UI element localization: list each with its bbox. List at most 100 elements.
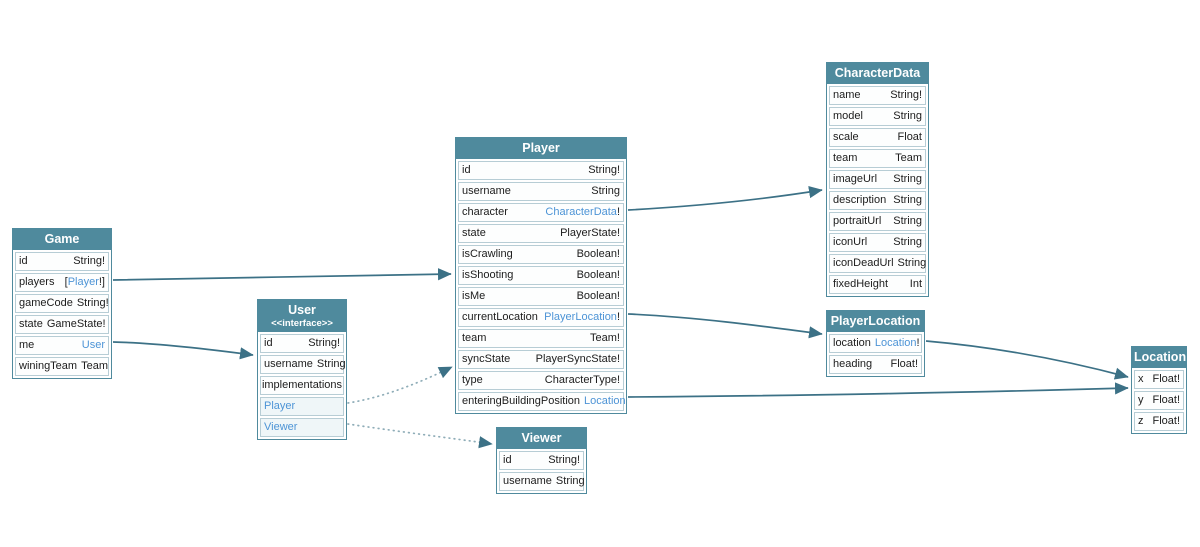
type-text: String	[893, 173, 922, 186]
implementation-row-Viewer[interactable]: Viewer	[260, 417, 344, 437]
type-node-header[interactable]: PlayerLocation	[827, 311, 924, 332]
field-type: [Player!]	[65, 276, 105, 288]
type-text: String	[893, 110, 922, 123]
type-link-Player[interactable]: Player	[264, 400, 296, 413]
field-type: Float!	[890, 358, 918, 370]
type-node-title: User	[288, 303, 316, 317]
field-name: name	[833, 89, 861, 102]
type-link-Viewer[interactable]: Viewer	[264, 421, 298, 434]
field-row-isMe[interactable]: isMe Boolean!	[458, 286, 624, 306]
field-row-players[interactable]: players[Player!]	[15, 272, 109, 292]
section-row-implementations[interactable]: implementations	[260, 375, 344, 395]
type-link-Location[interactable]: Location	[874, 337, 917, 350]
field-name: gameCode	[19, 297, 73, 310]
field-type: PlayerState!	[560, 227, 620, 239]
field-name: me	[19, 339, 35, 352]
type-link-PlayerLocation[interactable]: PlayerLocation	[544, 311, 617, 324]
field-row-model[interactable]: model String	[829, 106, 926, 126]
field-type: PlayerSyncState!	[536, 353, 620, 365]
field-type: Location!	[875, 337, 920, 349]
field-name: model	[833, 110, 863, 123]
field-name: isMe	[462, 290, 486, 303]
implementation-row-Player[interactable]: Player	[260, 396, 344, 416]
type-text: !	[916, 337, 920, 350]
type-node-title: Location	[1134, 350, 1187, 364]
type-text: String	[897, 257, 927, 270]
type-text: Int	[909, 278, 922, 291]
field-row-isCrawling[interactable]: isCrawling Boolean!	[458, 244, 624, 264]
type-node-header[interactable]: CharacterData	[827, 63, 928, 84]
type-text: Team	[81, 360, 108, 373]
type-text: String	[893, 215, 922, 228]
type-node-header[interactable]: Viewer	[497, 428, 586, 449]
type-link-CharacterData[interactable]: CharacterData	[545, 206, 617, 219]
field-type: String	[893, 236, 922, 248]
field-name: username	[462, 185, 511, 198]
type-node-header[interactable]: Player	[456, 138, 626, 159]
type-text: String	[591, 185, 620, 198]
edge-Player.character-to-CharacterData	[627, 186, 823, 211]
type-node-header[interactable]: Game	[13, 229, 111, 250]
field-type: Boolean!	[577, 290, 620, 302]
edge-Game.players-to-Player	[112, 268, 452, 281]
type-text: Float!	[1152, 415, 1180, 428]
type-text: CharacterType!	[544, 374, 620, 387]
field-type: CharacterData!	[545, 206, 620, 218]
type-link-Location[interactable]: Location	[584, 395, 626, 408]
field-name: state	[462, 227, 486, 240]
type-text: Team	[895, 152, 922, 165]
field-row-state[interactable]: state PlayerState!	[458, 223, 624, 243]
type-link-Player[interactable]: Player	[67, 276, 99, 289]
field-row-username[interactable]: username String	[458, 181, 624, 201]
type-text: [	[64, 276, 68, 289]
edge-Player.currentLocation-to-PlayerLocation	[627, 313, 823, 339]
field-row-me[interactable]: me User	[15, 335, 109, 355]
type-text: String!	[308, 337, 340, 350]
edge-Player.enteringBuildingPosition-to-Location	[627, 382, 1129, 398]
field-name: iconUrl	[833, 236, 868, 249]
field-row-iconUrl[interactable]: iconUrl String	[829, 232, 926, 252]
type-text: Boolean!	[576, 248, 620, 261]
field-name: currentLocation	[462, 311, 538, 324]
type-node-header[interactable]: Location	[1132, 347, 1186, 368]
type-link-User[interactable]: User	[81, 339, 105, 352]
field-name: isCrawling	[462, 248, 513, 261]
type-node-header[interactable]: User<<interface>>	[258, 300, 346, 332]
